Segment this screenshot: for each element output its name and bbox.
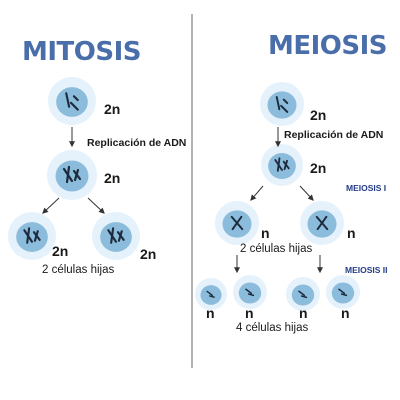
meiosis-2-cell-2 <box>233 275 267 309</box>
meiosis-gen2-ploidy: n <box>206 305 215 321</box>
meiosis-title: MEIOSIS <box>268 31 388 61</box>
meiosis-2-cell-4 <box>326 275 360 309</box>
mitosis-replication-label: Replicación de ADN <box>87 137 187 149</box>
meiosis-top-ploidy: 2n <box>310 107 327 123</box>
meiosis-parent-cell <box>260 82 304 126</box>
meiosis-phase-1-label: MEIOSIS I <box>346 183 387 193</box>
mitosis-title: MITOSIS <box>22 37 142 67</box>
mitosis-mid-ploidy: 2n <box>104 170 121 186</box>
meiosis-gen1-right-ploidy: n <box>347 225 356 241</box>
meiosis-phase-2-label: MEIOSIS II <box>345 265 388 275</box>
mitosis-daughter-right-ploidy: 2n <box>140 246 157 262</box>
meiosis-gen2-ploidy: n <box>245 305 254 321</box>
mitosis-parent-cell <box>48 77 96 125</box>
meiosis-gen1-left-ploidy: n <box>261 225 270 241</box>
mitosis-daughter-left-ploidy: 2n <box>52 243 69 259</box>
meiosis-2-cell-3 <box>286 277 320 311</box>
meiosis-1-arrow-right <box>299 185 314 201</box>
meiosis-gen2-ploidy: n <box>341 305 350 321</box>
meiosis-1-arrow-left <box>250 185 264 201</box>
mitosis-replicated-cell <box>47 150 97 200</box>
mitosis-result-caption: 2 células hijas <box>42 264 115 276</box>
mitosis-split-arrow-left <box>42 197 60 214</box>
meiosis-result-2-caption: 4 células hijas <box>236 322 309 334</box>
mitosis-split-arrow-right <box>87 197 105 214</box>
meiosis-replicated-cell <box>261 144 303 186</box>
mitosis-top-ploidy: 2n <box>104 101 121 117</box>
meiosis-gen2-ploidy: n <box>299 305 308 321</box>
meiosis-2-cell-1 <box>195 278 227 310</box>
meiosis-result-1-caption: 2 células hijas <box>240 243 313 255</box>
meiosis-1-daughter-right <box>300 201 344 245</box>
meiosis-1-daughter-left <box>215 201 259 245</box>
meiosis-replication-label: Replicación de ADN <box>284 129 384 141</box>
mitosis-daughter-cell-right <box>92 212 140 260</box>
meiosis-mid-ploidy: 2n <box>310 160 327 176</box>
mitosis-daughter-cell-left <box>8 212 56 260</box>
